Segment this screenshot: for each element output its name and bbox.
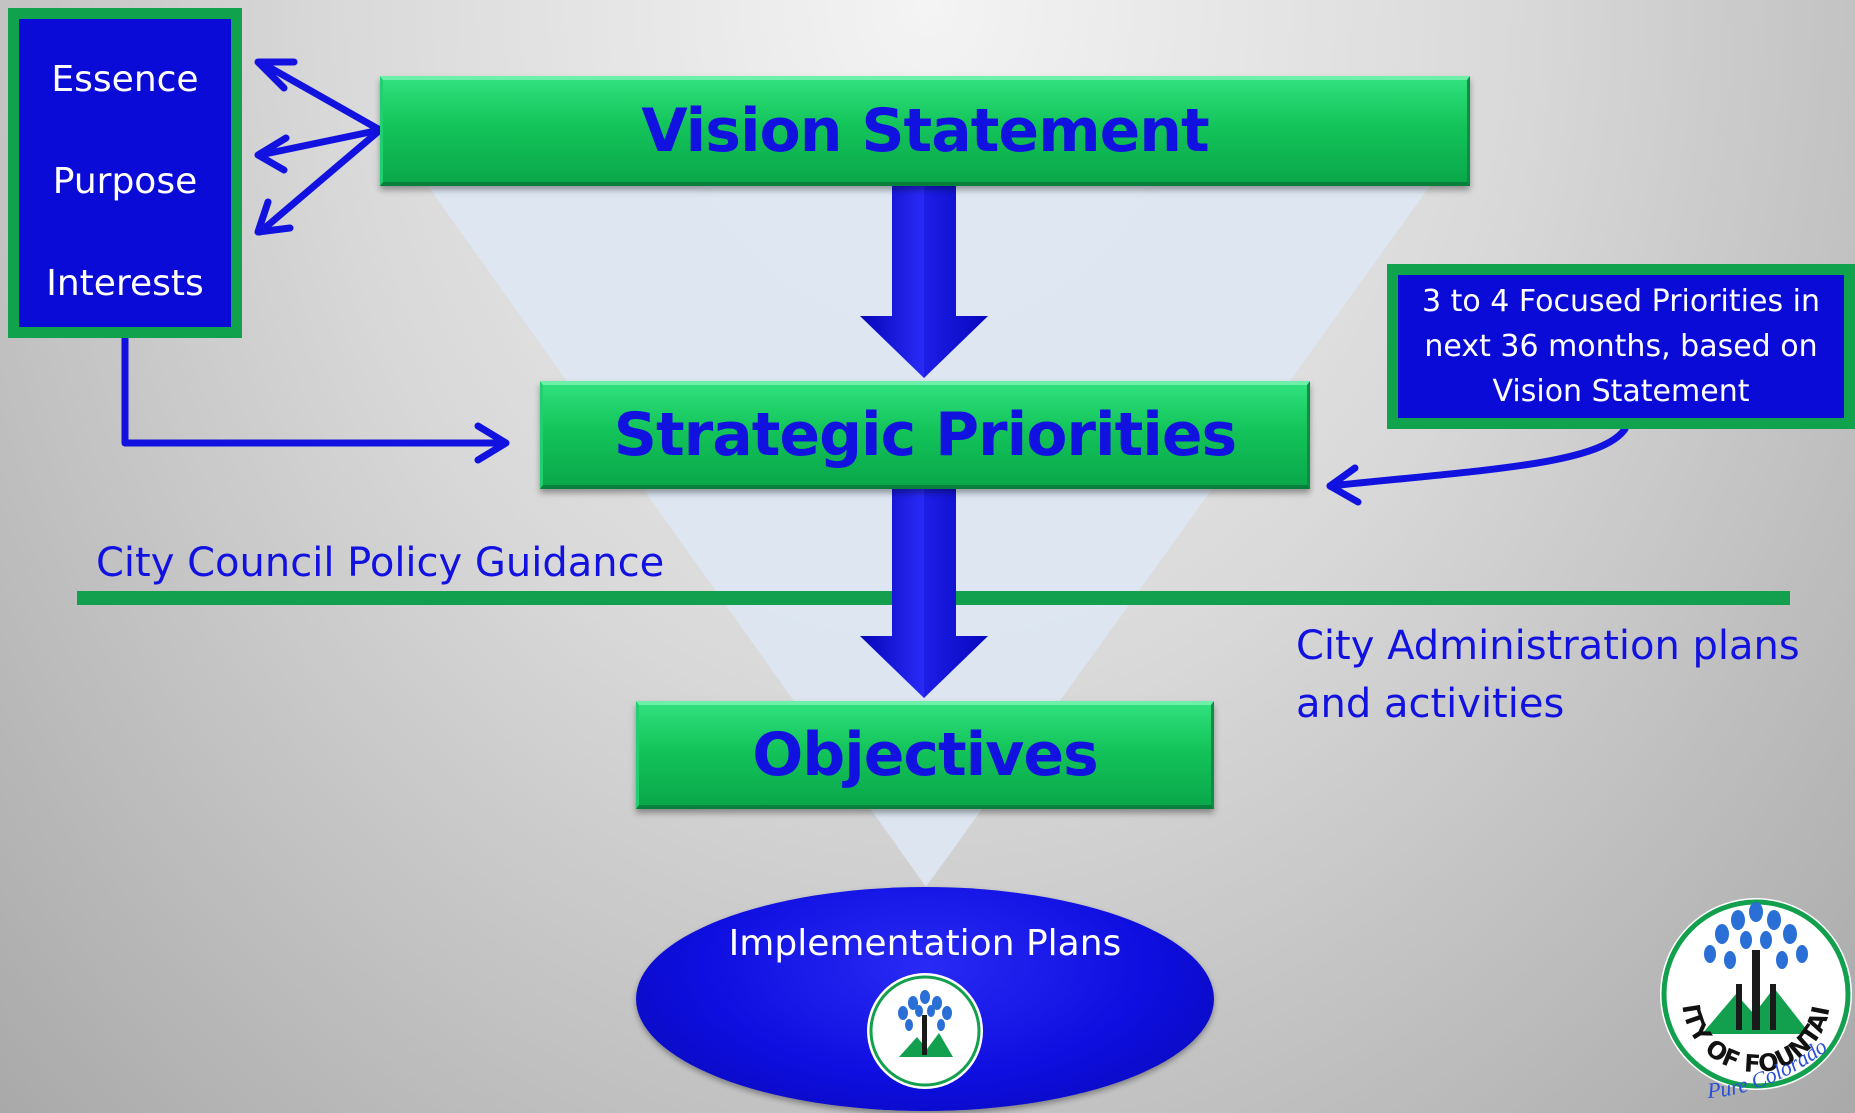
vision-statement-label: Vision Statement — [641, 96, 1209, 166]
focused-priorities-note: 3 to 4 Focused Priorities in next 36 mon… — [1387, 264, 1855, 429]
implementation-plans-ellipse: Implementation Plans — [636, 887, 1214, 1111]
fountain-drops-icon — [1704, 902, 1808, 969]
objectives-label: Objectives — [752, 720, 1099, 790]
mountain-icon — [1702, 988, 1810, 1034]
city-administration-label: City Administration plans and activities — [1296, 617, 1800, 733]
strategic-priorities-label: Strategic Priorities — [613, 400, 1237, 470]
essence-label: Essence — [51, 59, 199, 100]
city-council-label: City Council Policy Guidance — [96, 540, 665, 586]
city-administration-line-2: and activities — [1296, 681, 1565, 727]
essence-purpose-interests-box: Essence Purpose Interests — [8, 8, 242, 338]
strategic-priorities-box: Strategic Priorities — [540, 381, 1310, 489]
implementation-plans-label: Implementation Plans — [728, 923, 1122, 964]
vision-down-arrow — [860, 186, 988, 378]
vision-statement-box: Vision Statement — [380, 76, 1470, 186]
city-seal-icon — [867, 973, 983, 1089]
focused-priorities-text: 3 to 4 Focused Priorities in next 36 mon… — [1422, 284, 1820, 409]
priorities-down-arrow — [860, 489, 988, 698]
purpose-label: Purpose — [52, 161, 198, 202]
vision-to-essence-arrows — [254, 58, 384, 236]
essence-to-priorities-arrow — [121, 334, 510, 464]
focus-to-priorities-arrow — [1326, 425, 1629, 506]
city-administration-line-1: City Administration plans — [1296, 623, 1800, 669]
city-of-fountain-logo: CITY OF FOUNTAIN Pure Colorado — [1658, 884, 1852, 1103]
objectives-box: Objectives — [636, 701, 1214, 809]
interests-label: Interests — [46, 263, 204, 304]
